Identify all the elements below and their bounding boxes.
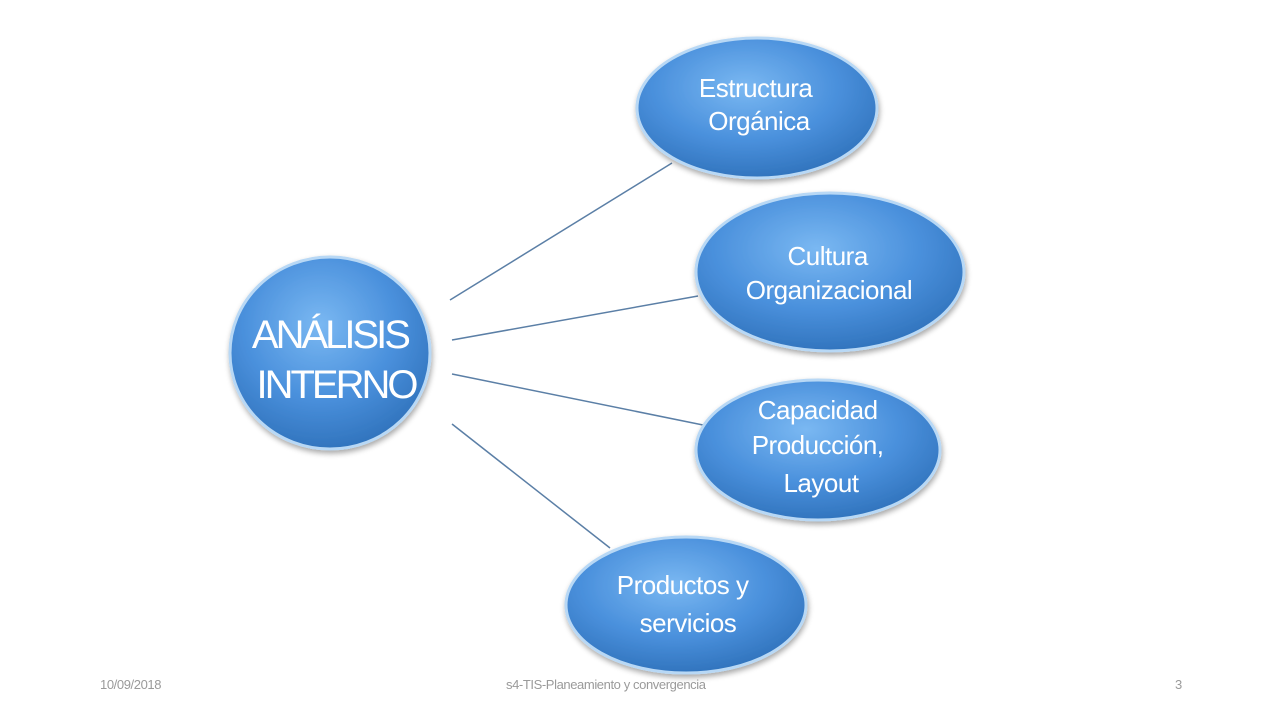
center-node: ANÁLISIS INTERNO <box>228 255 432 451</box>
node-capacidad-label: Capacidad Producción, Layout <box>752 395 891 498</box>
node-label-line: Producción, <box>752 430 884 460</box>
node-label-line: Cultura <box>787 241 868 271</box>
center-label: ANÁLISIS INTERNO <box>252 312 417 407</box>
connector-capacidad <box>451 373 704 426</box>
footer-date: 10/09/2018 <box>100 677 162 692</box>
node-label-line: Orgánica <box>708 106 811 136</box>
node-label-line: Capacidad <box>758 395 878 425</box>
node-label-line: Productos y <box>617 570 749 600</box>
center-label-line: INTERNO <box>257 363 418 407</box>
center-label-line: ANÁLISIS <box>252 312 409 357</box>
node-label-line: Estructura <box>699 73 814 103</box>
page-number: 3 <box>1175 677 1182 692</box>
node-label-line: servicios <box>640 608 737 638</box>
node-capacidad: Capacidad Producción, Layout <box>694 378 942 522</box>
node-productos-label: Productos y servicios <box>617 570 756 638</box>
node-estructura: Estructura Orgánica <box>635 36 879 180</box>
node-cultura: Cultura Organizacional <box>694 191 966 353</box>
connector-cultura <box>451 295 699 341</box>
connector-estructura <box>449 162 673 301</box>
node-label-line: Organizacional <box>746 275 912 305</box>
node-label-line: Layout <box>783 468 859 498</box>
connector-productos <box>451 423 611 549</box>
node-productos: Productos y servicios <box>564 535 808 675</box>
node-estructura-label: Estructura Orgánica <box>699 73 819 136</box>
node-cultura-label: Cultura Organizacional <box>746 241 912 305</box>
footer-title: s4-TIS-Planeamiento y convergencia <box>506 677 706 692</box>
